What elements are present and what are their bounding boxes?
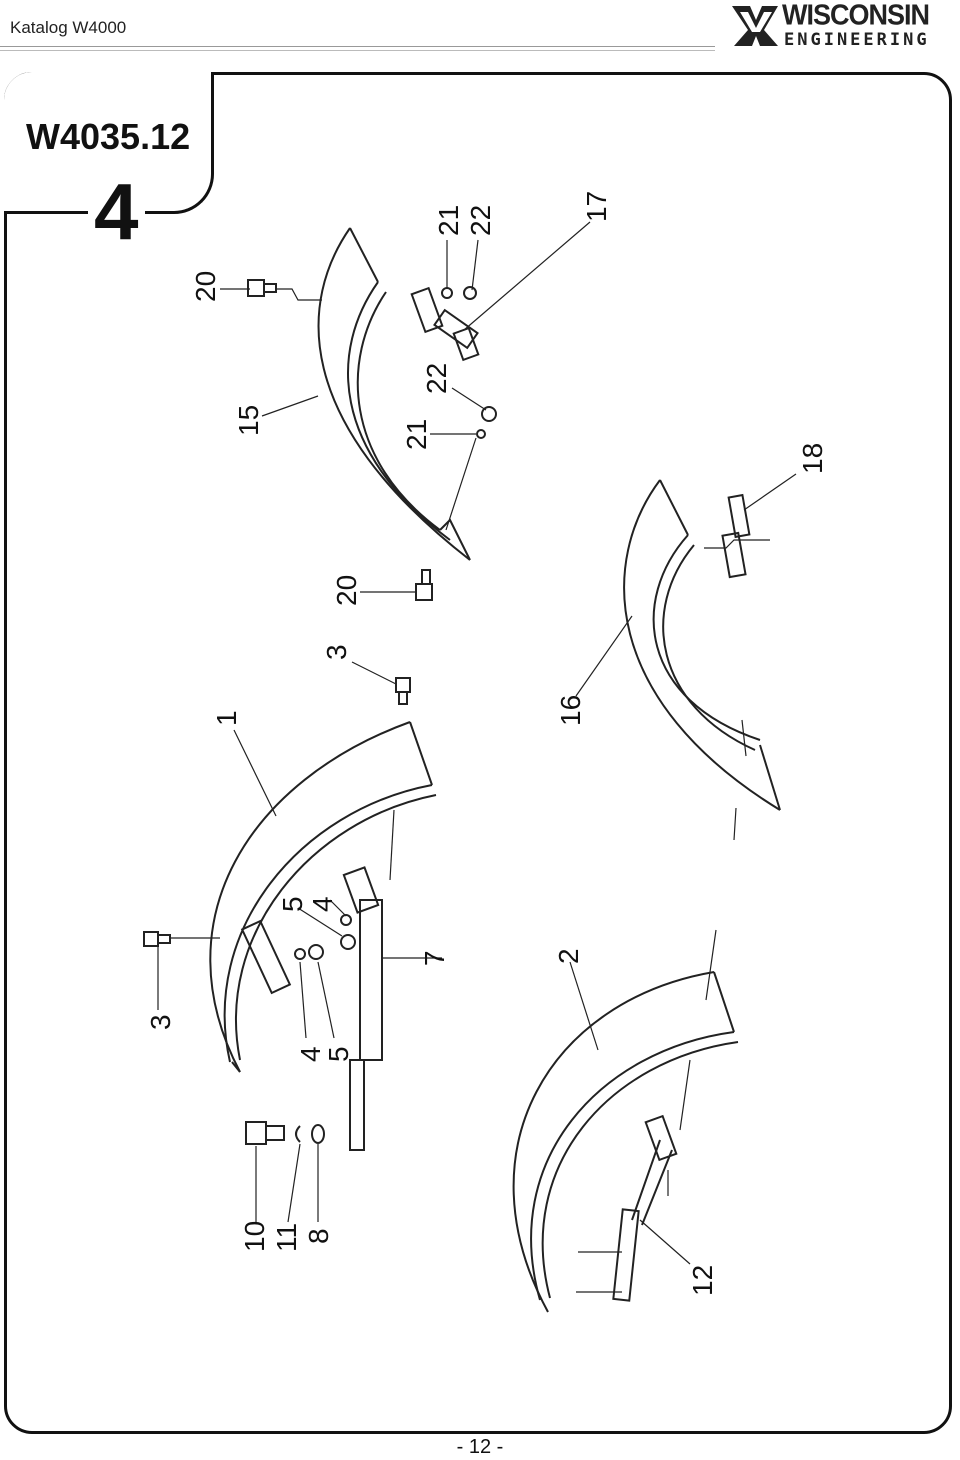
callout-label: 22	[421, 363, 452, 394]
callout-label: 21	[401, 419, 432, 450]
callout-label: 1	[211, 710, 242, 726]
callout-label: 17	[581, 191, 612, 222]
callout-label: 20	[331, 575, 362, 606]
callout-labels: 20 21 22 17 15 22 21 20 18 3 1 16 5 4 7 …	[145, 191, 828, 1296]
callout-label: 22	[465, 205, 496, 236]
bolt-3-left-illustration	[143, 931, 171, 947]
spring-washer-11-illustration	[295, 1125, 301, 1143]
callout-label: 7	[419, 950, 450, 966]
callout-label: 21	[433, 205, 464, 236]
fender-15-illustration	[317, 227, 471, 561]
bolt-20-bottom-illustration	[415, 569, 433, 601]
section-number: 4	[88, 172, 145, 252]
bracket-18-illustration	[721, 493, 751, 579]
catalog-title: Katalog W4000	[10, 18, 127, 37]
page-frame	[4, 72, 952, 1434]
flat-washer-8-illustration	[311, 1124, 325, 1144]
logo-subtitle: ENGINEERING	[784, 30, 930, 50]
callout-label: 3	[145, 1014, 176, 1030]
callout-label: 4	[295, 1046, 326, 1062]
bracket-17-illustration	[410, 286, 480, 362]
strut-7-illustration	[240, 866, 383, 1151]
callout-label: 16	[555, 695, 586, 726]
callout-label: 4	[307, 896, 338, 912]
callout-label: 3	[321, 644, 352, 660]
logo-chevron-icon	[732, 6, 778, 46]
header-rule	[0, 46, 715, 47]
page-number: - 12 -	[0, 1436, 960, 1459]
header-rule-secondary	[0, 50, 715, 51]
logo-brand: WISCONSIN	[782, 0, 930, 31]
callout-label: 5	[277, 896, 308, 912]
callout-label: 5	[323, 1046, 354, 1062]
hex-bolt-10-illustration	[245, 1121, 285, 1145]
fender-2-illustration	[512, 971, 739, 1313]
bracket-12-illustration	[612, 1114, 678, 1302]
wisconsin-engineering-logo: WISCONSIN ENGINEERING	[730, 0, 955, 50]
callout-label: 15	[233, 405, 264, 436]
callout-label: 11	[271, 1223, 302, 1252]
callout-label: 2	[553, 948, 584, 964]
section-code: W4035.12	[26, 116, 191, 157]
callout-label: 18	[797, 443, 828, 474]
fender-16-illustration	[623, 479, 781, 811]
callout-label: 10	[239, 1221, 270, 1252]
leader-lines	[157, 221, 797, 1293]
bolt-20-top-illustration	[247, 279, 277, 297]
fender-1-illustration	[209, 721, 437, 1073]
bolt-3-top-illustration	[395, 677, 411, 705]
callout-label: 20	[190, 271, 221, 302]
callout-label: 8	[303, 1228, 334, 1244]
page-number-text: - 12 -	[446, 1436, 514, 1458]
callout-label: 12	[687, 1265, 718, 1296]
